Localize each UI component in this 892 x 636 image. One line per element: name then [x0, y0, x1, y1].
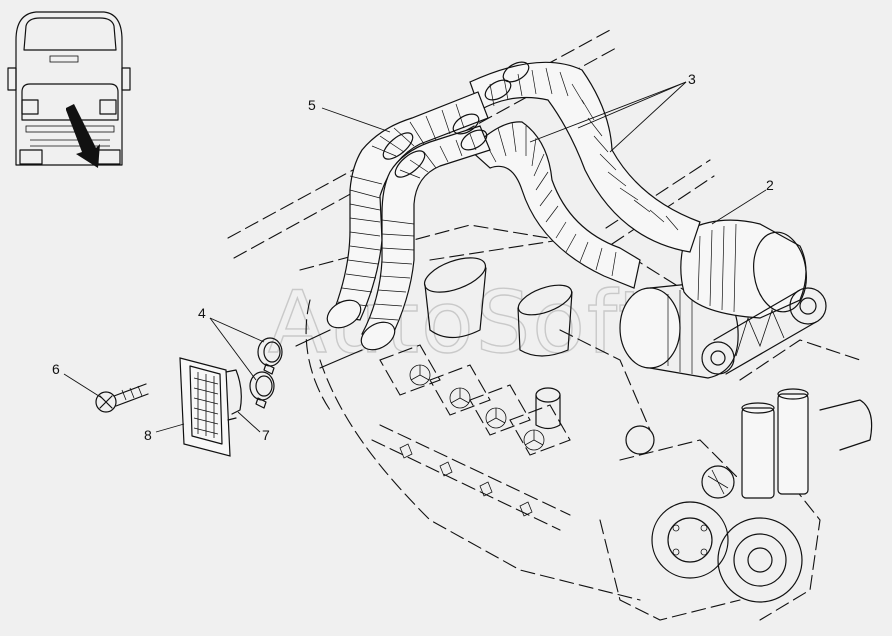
callout-6: 6	[52, 361, 60, 377]
flex-hose-3-front	[469, 121, 641, 289]
mercedes-star-icon	[409, 364, 431, 386]
hose-outlets	[295, 299, 396, 369]
callout-8: 8	[144, 427, 152, 443]
air-filter-housing-2	[680, 219, 827, 325]
air-inlet-grille-8	[179, 357, 231, 457]
mercedes-star-icon	[485, 407, 507, 429]
crankshaft-pulley	[651, 465, 803, 603]
bus-rear-view-icon	[7, 11, 131, 168]
screw-6	[95, 383, 149, 413]
hose-clamp-5	[382, 61, 530, 178]
intake-pipes	[423, 257, 573, 430]
mercedes-star-icon	[449, 387, 471, 409]
seal-7	[225, 369, 242, 421]
flex-hose-5-left	[331, 91, 489, 321]
callout-3: 3	[688, 71, 696, 87]
drive-belt	[713, 289, 817, 375]
hose-clamp-4-upper	[257, 337, 283, 375]
callout-4: 4	[198, 305, 206, 321]
cylinder-heads	[371, 344, 571, 531]
callout-2: 2	[766, 177, 774, 193]
callout-5: 5	[308, 97, 316, 113]
callout-7: 7	[262, 427, 270, 443]
mercedes-star-icon	[523, 429, 545, 451]
location-arrow-icon	[66, 104, 100, 168]
hose-clamp-4-lower	[249, 371, 275, 409]
alternator	[619, 281, 739, 379]
oil-filter	[625, 388, 873, 499]
flex-hose-3-rear	[469, 61, 701, 253]
leader-lines	[63, 81, 767, 433]
